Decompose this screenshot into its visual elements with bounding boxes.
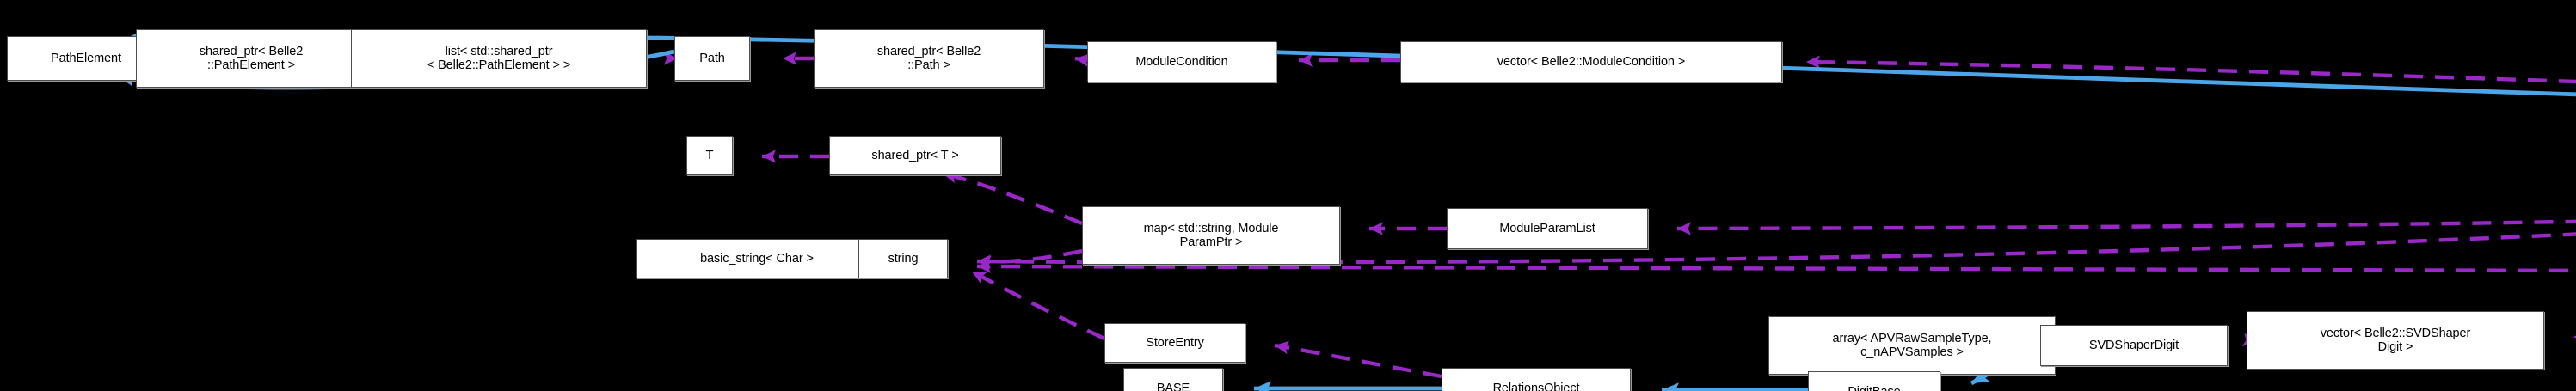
node-moduleparamlist[interactable]: ModuleParamList xyxy=(1447,208,1648,249)
node-label: string xyxy=(888,252,919,266)
node-label: T xyxy=(705,149,714,162)
node-label: BASE xyxy=(1156,382,1190,391)
node-label: list< std::shared_ptr < Belle2::PathElem… xyxy=(427,45,571,72)
node-basic-string-char[interactable]: basic_string< Char > xyxy=(636,239,877,278)
node-t[interactable]: T xyxy=(686,136,733,175)
edge-modulecondition-to-shared_ptr_path xyxy=(1074,53,1090,67)
node-base[interactable]: BASE xyxy=(1123,368,1223,391)
node-shared-ptr-t[interactable]: shared_ptr< T > xyxy=(829,136,1001,175)
node-string[interactable]: string xyxy=(858,239,948,278)
node-label: ModuleCondition xyxy=(1135,55,1228,69)
edge-map-to-shared_ptr_t xyxy=(942,169,1083,226)
node-label: DigitBase xyxy=(1809,385,1940,391)
node-label: map< std::string, Module ParamPtr > xyxy=(1143,222,1279,249)
node-path[interactable]: Path xyxy=(674,36,750,81)
edge-relationsobject-to-storeentry xyxy=(1274,340,1442,379)
node-label: array< APVRawSampleType, c_nAPVSamples > xyxy=(1832,332,1992,359)
node-label: Path xyxy=(699,52,725,65)
node-storeentry[interactable]: StoreEntry xyxy=(1104,323,1245,363)
node-digitbase[interactable]: DigitBase xyxy=(1808,371,1940,391)
node-list-shared-ptr-pathelement[interactable]: list< std::shared_ptr < Belle2::PathElem… xyxy=(351,29,647,88)
node-label: SVDShaperDigit xyxy=(2088,339,2179,352)
node-shared-ptr-pathelement[interactable]: shared_ptr< Belle2 ::PathElement > xyxy=(136,29,366,88)
node-label: StoreEntry xyxy=(1146,336,1204,350)
node-label: shared_ptr< T > xyxy=(871,149,959,162)
node-relationsobject[interactable]: RelationsObject xyxy=(1442,368,1631,391)
node-label: shared_ptr< Belle2 ::Path > xyxy=(876,45,981,72)
node-shared-ptr-path[interactable]: shared_ptr< Belle2 ::Path > xyxy=(814,29,1044,88)
edge-module-to-moduleparamlist xyxy=(1676,219,2576,235)
node-svdshaperdigit[interactable]: SVDShaperDigit xyxy=(2040,325,2228,366)
node-label: PathElement xyxy=(51,52,121,65)
node-map-string-moduleparamptr[interactable]: map< std::string, Module ParamPtr > xyxy=(1082,206,1340,265)
node-array-apvrawsampletype[interactable]: array< APVRawSampleType, c_nAPVSamples > xyxy=(1768,316,2056,375)
node-label: ModuleParamList xyxy=(1499,222,1595,235)
node-label: RelationsObject xyxy=(1492,382,1580,391)
node-label: vector< Belle2::SVDShaper Digit > xyxy=(2320,327,2471,354)
node-label: vector< Belle2::ModuleCondition > xyxy=(1497,55,1686,69)
node-modulecondition[interactable]: ModuleCondition xyxy=(1087,41,1276,82)
node-label: shared_ptr< Belle2 ::PathElement > xyxy=(199,45,304,72)
node-vector-modulecondition[interactable]: vector< Belle2::ModuleCondition > xyxy=(1400,41,1782,82)
node-label: basic_string< Char > xyxy=(700,252,814,266)
node-vector-svdshaperdigit[interactable]: vector< Belle2::SVDShaper Digit > xyxy=(2247,311,2544,370)
edge-sortermodule-to-string xyxy=(976,260,2576,273)
edge-storeentry-to-string xyxy=(970,270,1105,340)
